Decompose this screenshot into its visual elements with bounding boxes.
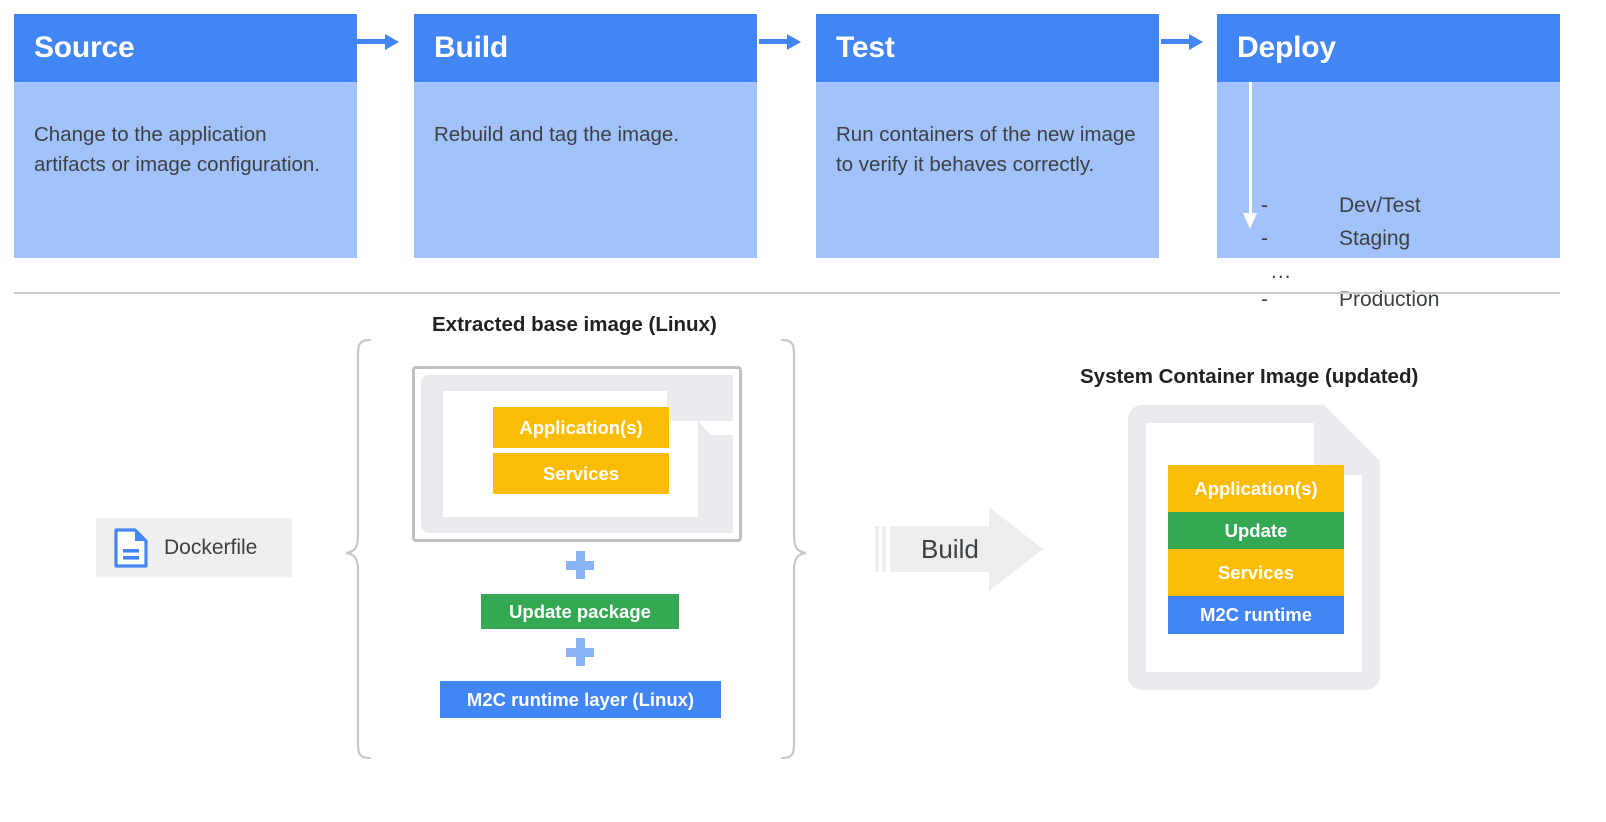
pipeline-stage-source: Source Change to the application artifac…: [14, 14, 357, 258]
stage-header-build: Build: [414, 14, 757, 82]
output-layer-applications: Application(s): [1168, 465, 1344, 512]
ellipsis-text: ...: [1271, 260, 1292, 283]
pipeline-arrow-source-to-build: [357, 34, 413, 50]
stage-header-deploy: Deploy: [1217, 14, 1560, 82]
pipeline-stage-test: Test Run containers of the new image to …: [816, 14, 1159, 258]
pipeline-stage-build: Build Rebuild and tag the image.: [414, 14, 757, 258]
stage-body-test: Run containers of the new image to verif…: [816, 82, 1159, 258]
pipeline-arrow-test-to-deploy: [1161, 34, 1217, 50]
arrow-shaft: [759, 39, 789, 44]
deploy-list-item: - Production: [1261, 283, 1561, 316]
stage-header-test: Test: [816, 14, 1159, 82]
system-container-image: Application(s) Update Services M2C runti…: [1128, 405, 1384, 690]
plus-icon-1: [566, 551, 594, 579]
dockerfile-chip: Dockerfile: [96, 518, 292, 577]
output-layer-services: Services: [1168, 549, 1344, 596]
deploy-list-ellipsis: ...: [1261, 255, 1561, 283]
base-layer-services: Services: [493, 453, 669, 494]
base-layer-applications: Application(s): [493, 407, 669, 448]
stage-title-test: Test: [836, 31, 895, 64]
build-block-arrow: Build: [875, 507, 1043, 591]
stage-body-deploy: - Dev/Test - Staging ... - Production: [1217, 82, 1560, 311]
output-layer-m2c-runtime: M2C runtime: [1168, 596, 1344, 634]
arrow-shaft: [357, 39, 387, 44]
stage-description-test: Run containers of the new image to verif…: [836, 123, 1136, 176]
arrow-tip: [1189, 34, 1203, 50]
arrow-shaft: [1249, 82, 1252, 218]
stage-header-source: Source: [14, 14, 357, 82]
arrow-tip: [385, 34, 399, 50]
deploy-env-label: Staging: [1339, 227, 1411, 250]
left-curly-brace: [345, 338, 372, 760]
output-layer-update: Update: [1168, 512, 1344, 549]
deploy-env-label: Production: [1339, 288, 1440, 311]
pipeline-stage-deploy: Deploy - Dev/Test - Staging ... - Produc…: [1217, 14, 1560, 311]
m2c-runtime-layer-box: M2C runtime layer (Linux): [440, 681, 721, 718]
list-bullet: -: [1261, 227, 1268, 250]
arrow-head: [1243, 213, 1257, 229]
stage-body-source: Change to the application artifacts or i…: [14, 82, 357, 258]
section-divider: [14, 292, 1560, 294]
stage-title-build: Build: [434, 31, 508, 64]
build-arrow-label: Build: [921, 533, 979, 564]
dockerfile-label: Dockerfile: [164, 535, 258, 559]
plus-icon-2: [566, 638, 594, 666]
deploy-env-label: Dev/Test: [1339, 194, 1421, 217]
deploy-progression-arrow-icon: [1243, 82, 1257, 230]
arrow-shaft: [1161, 39, 1191, 44]
pipeline-arrow-build-to-test: [759, 34, 815, 50]
dockerfile-document-icon: [114, 527, 148, 568]
build-arrow-shape: [875, 507, 1043, 591]
output-image-label: System Container Image (updated): [1080, 365, 1419, 388]
deploy-list-item: - Staging: [1261, 222, 1561, 255]
base-image-label: Extracted base image (Linux): [432, 313, 717, 336]
deploy-environment-list: - Dev/Test - Staging ... - Production: [1261, 189, 1561, 316]
stage-title-source: Source: [34, 31, 135, 64]
stage-description-build: Rebuild and tag the image.: [434, 123, 680, 146]
right-curly-brace: [780, 338, 807, 760]
list-bullet: -: [1261, 288, 1268, 311]
list-bullet: -: [1261, 194, 1268, 217]
stage-body-build: Rebuild and tag the image.: [414, 82, 757, 258]
stage-title-deploy: Deploy: [1237, 31, 1336, 64]
extracted-base-image-frame: Application(s) Services: [412, 366, 742, 542]
arrow-tip: [787, 34, 801, 50]
stage-description-source: Change to the application artifacts or i…: [34, 123, 320, 176]
deploy-list-item: - Dev/Test: [1261, 189, 1561, 222]
update-package-box: Update package: [481, 594, 679, 629]
